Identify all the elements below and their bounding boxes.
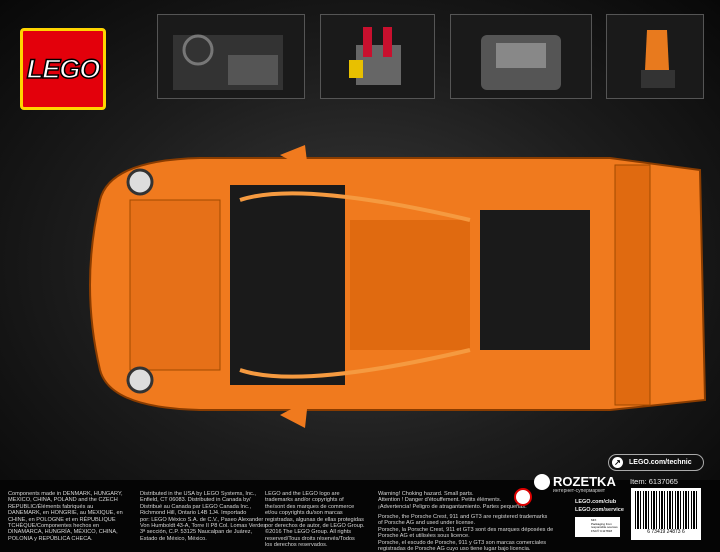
distribution-text: Distributed in the USA by LEGO Systems, … bbox=[140, 491, 267, 542]
thumbnail-seat bbox=[606, 14, 704, 99]
thumbnail-gearbox bbox=[320, 14, 435, 99]
rozetka-logo-icon bbox=[534, 474, 550, 490]
fsc-label: MIX Packaging from responsible sources F… bbox=[575, 517, 620, 537]
choking-hazard-icon bbox=[514, 488, 532, 506]
porsche-text: Porsche, the Porsche Crest, 911 and GT3 … bbox=[378, 514, 554, 552]
arrow-icon: ↗ bbox=[612, 457, 623, 468]
thumbnail-cockpit bbox=[157, 14, 305, 99]
item-number: Item: 6137065 bbox=[630, 477, 678, 486]
car-model bbox=[89, 145, 707, 428]
components-text: Components made in DENMARK, HUNGARY, MEX… bbox=[8, 491, 123, 542]
club-link[interactable]: LEGO.com/club bbox=[575, 499, 617, 505]
trademark-text: LEGO and the LEGO logo are trademarks an… bbox=[265, 491, 365, 549]
technic-link[interactable]: ↗LEGO.com/technic bbox=[608, 454, 704, 471]
service-link[interactable]: LEGO.com/service bbox=[575, 507, 624, 513]
rozetka-subtitle: интернет-супермаркет bbox=[553, 488, 606, 494]
lego-logo: LEGO bbox=[20, 28, 106, 110]
thumbnail-engine bbox=[450, 14, 592, 99]
rozetka-name: ROZETKA bbox=[553, 474, 616, 489]
barcode: 6 73419 24873 6 bbox=[631, 488, 701, 540]
warning-text: Warning! Choking hazard. Small parts. At… bbox=[378, 491, 527, 510]
